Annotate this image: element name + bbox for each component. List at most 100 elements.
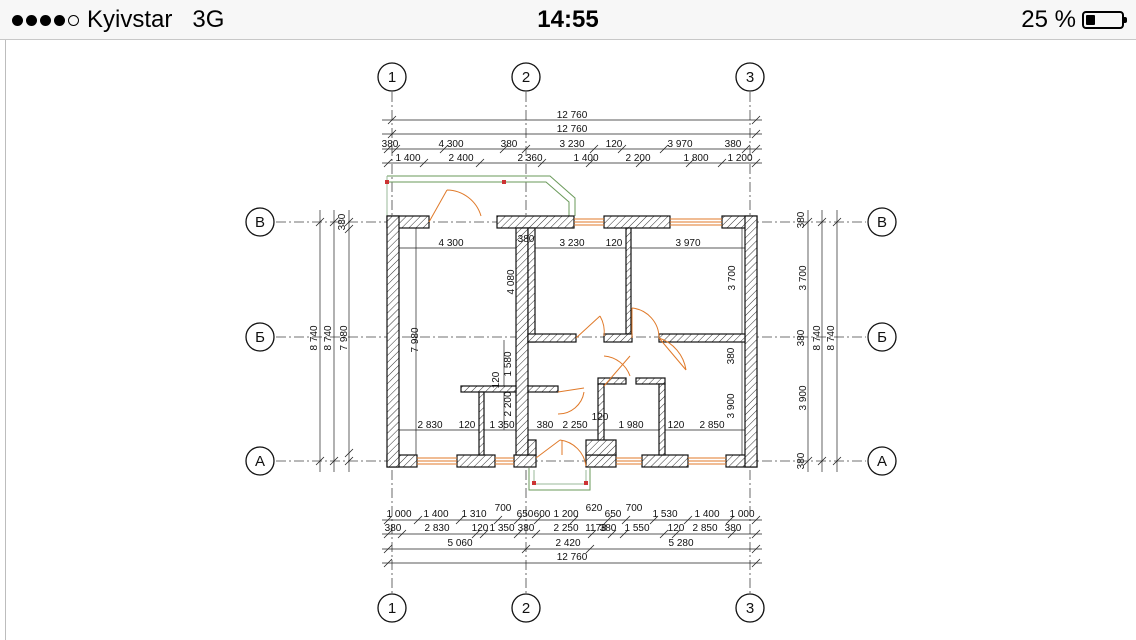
dimension-label: 120 bbox=[668, 523, 685, 534]
svg-text:3: 3 bbox=[746, 600, 754, 617]
carrier-name: Kyivstar bbox=[87, 6, 173, 33]
room-dimension-label: 3 970 bbox=[675, 238, 700, 249]
doors bbox=[428, 189, 687, 467]
room-dimension-label: 120 bbox=[459, 420, 476, 431]
room-dimension-label: 120 bbox=[668, 420, 685, 431]
dimension-label: 650 bbox=[517, 509, 534, 520]
dimension-label: 120 bbox=[606, 139, 623, 150]
network-type: 3G bbox=[192, 6, 225, 33]
dimension-label: 380 bbox=[518, 523, 535, 534]
svg-text:1: 1 bbox=[388, 69, 396, 86]
axis-markers: 1 2 3 1 2 3 В Б А В Б А bbox=[245, 62, 897, 623]
dimension-label: 620 bbox=[586, 503, 603, 514]
status-left: Kyivstar 3G bbox=[12, 6, 224, 34]
dimension-label: 380 bbox=[725, 139, 742, 150]
overall-width-label: 12 760 bbox=[557, 124, 588, 135]
svg-text:2: 2 bbox=[522, 69, 530, 86]
axis-marker-2-bottom: 2 bbox=[511, 593, 541, 623]
axis-marker-1-bottom: 1 bbox=[377, 593, 407, 623]
room-dimension-label: 380 bbox=[518, 234, 535, 245]
room-dimension-label: 1 580 bbox=[503, 351, 514, 376]
svg-text:В: В bbox=[877, 214, 887, 231]
dimension-label: 600 bbox=[534, 509, 551, 520]
dimension-label: 1 000 bbox=[729, 509, 754, 520]
axis-marker-b-left: Б bbox=[245, 322, 275, 352]
room-dimension-label: 1 980 bbox=[618, 420, 643, 431]
axis-marker-2-top: 2 bbox=[511, 62, 541, 92]
dimension-label: 3 230 bbox=[559, 139, 584, 150]
status-right: 25 % bbox=[1021, 6, 1127, 34]
svg-text:Б: Б bbox=[877, 329, 887, 346]
dimension-label: 1178 bbox=[585, 523, 607, 534]
walls bbox=[386, 215, 758, 468]
dimension-label: 2 200 bbox=[625, 153, 650, 164]
overall-depth-label: 8 740 bbox=[323, 325, 334, 350]
dimension-label: 650 bbox=[605, 509, 622, 520]
battery-percent: 25 % bbox=[1021, 6, 1076, 33]
dimension-label: 700 bbox=[626, 503, 643, 514]
dimension-label: 380 bbox=[725, 523, 742, 534]
overall-depth-label: 8 740 bbox=[309, 325, 320, 350]
room-dimension-label: 380 bbox=[537, 420, 554, 431]
dimension-label: 1 200 bbox=[727, 153, 752, 164]
dimension-label: 1 310 bbox=[461, 509, 486, 520]
dimension-label: 2 850 bbox=[692, 523, 717, 534]
dimension-label: 1 350 bbox=[489, 523, 514, 534]
dimension-label: 380 bbox=[385, 523, 402, 534]
room-dimension-label: 120 bbox=[491, 371, 502, 388]
dimension-ticks bbox=[315, 115, 842, 568]
dimension-label: 1 400 bbox=[423, 509, 448, 520]
svg-text:Б: Б bbox=[255, 329, 265, 346]
svg-text:2: 2 bbox=[522, 600, 530, 617]
axis-marker-a-right: А bbox=[867, 446, 897, 476]
room-dimension-label: 120 bbox=[592, 412, 609, 423]
battery-fill bbox=[1086, 15, 1095, 25]
dimension-label: 2 830 bbox=[424, 523, 449, 534]
room-dimension-label: 4 080 bbox=[506, 269, 517, 294]
axis-marker-3-bottom: 3 bbox=[735, 593, 765, 623]
room-dimension-label: 380 bbox=[726, 347, 737, 364]
axis-marker-b-right: Б bbox=[867, 322, 897, 352]
axis-marker-a-left: А bbox=[245, 446, 275, 476]
svg-text:А: А bbox=[255, 453, 265, 470]
dimension-label: 380 bbox=[600, 523, 617, 534]
dimension-label: 380 bbox=[796, 211, 807, 228]
dimension-label: 2 360 bbox=[517, 153, 542, 164]
room-dimension-label: 3 230 bbox=[559, 238, 584, 249]
battery-icon bbox=[1082, 11, 1127, 29]
dimension-label: 380 bbox=[796, 329, 807, 346]
room-dimension-label: 120 bbox=[606, 238, 623, 249]
room-dimension-label: 2 200 bbox=[503, 391, 514, 416]
overall-width-label: 12 760 bbox=[557, 552, 588, 563]
dimension-label: 2 400 bbox=[448, 153, 473, 164]
document-view[interactable] bbox=[5, 40, 1136, 640]
svg-text:В: В bbox=[255, 214, 265, 231]
dimension-label: 380 bbox=[501, 139, 518, 150]
status-bar: Kyivstar 3G 14:55 25 % bbox=[0, 0, 1136, 40]
dimension-label: 120 bbox=[472, 523, 489, 534]
overall-depth-label: 8 740 bbox=[826, 325, 837, 350]
dimension-label: 1 000 bbox=[386, 509, 411, 520]
axis-marker-v-left: В bbox=[245, 207, 275, 237]
axis-marker-v-right: В bbox=[867, 207, 897, 237]
dimension-label: 5 280 bbox=[668, 538, 693, 549]
dimension-label: 700 bbox=[495, 503, 512, 514]
room-dimension-label: 1 350 bbox=[489, 420, 514, 431]
dimension-lines bbox=[319, 119, 838, 564]
dimension-label: 380 bbox=[796, 452, 807, 469]
dimension-label: 3 970 bbox=[667, 139, 692, 150]
signal-strength-icon bbox=[12, 14, 79, 26]
room-dimension-label: 2 850 bbox=[699, 420, 724, 431]
axis-marker-1-top: 1 bbox=[377, 62, 407, 92]
dimension-label: 2 250 bbox=[553, 523, 578, 534]
dimension-label: 1 530 bbox=[652, 509, 677, 520]
dimension-label: 5 060 bbox=[447, 538, 472, 549]
dimension-label: 1 400 bbox=[573, 153, 598, 164]
dimension-label: 4 300 bbox=[438, 139, 463, 150]
overall-width-label: 12 760 bbox=[557, 110, 588, 121]
svg-text:3: 3 bbox=[746, 69, 754, 86]
clock: 14:55 bbox=[537, 6, 599, 33]
windows bbox=[417, 218, 726, 465]
